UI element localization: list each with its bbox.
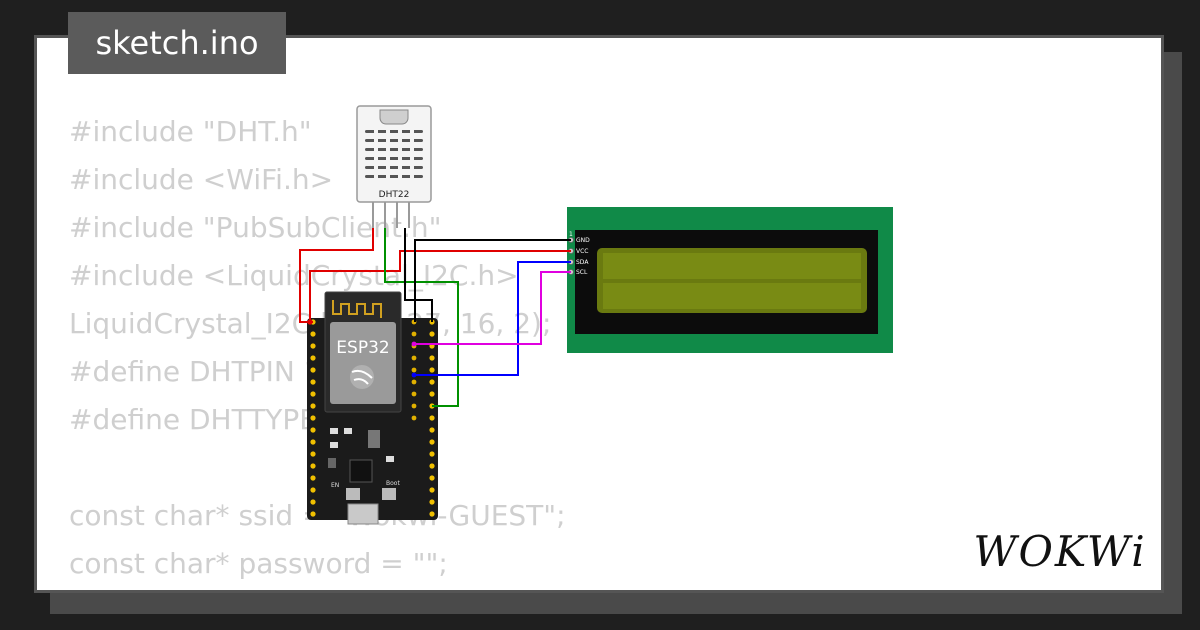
file-tab[interactable]: sketch.ino: [68, 12, 286, 74]
wokwi-logo: WOKWi: [973, 527, 1146, 576]
dht22-label: DHT22: [379, 190, 410, 200]
en-label: EN: [331, 482, 339, 489]
code-line: #include <WiFi.h>: [69, 163, 334, 196]
wire-dht-data: [384, 228, 459, 407]
lcd-pin-scl: SCL: [576, 269, 588, 276]
micro-usb-port: [347, 503, 379, 525]
lcd-pin-vcc: VCC: [576, 248, 588, 255]
lcd-1602[interactable]: 1 GND VCC SDA SCL: [567, 207, 893, 353]
esp32-label: ESP32: [336, 338, 389, 358]
lcd-pin-gnd: GND: [576, 237, 590, 244]
dht22-sensor[interactable]: DHT22: [356, 105, 432, 228]
boot-label: Boot: [386, 480, 400, 487]
wire-dht-vcc: [299, 228, 374, 323]
wire-lcd-gnd: [414, 239, 571, 322]
code-line: #include <LiquidCrystal_I2C.h>: [69, 259, 519, 292]
code-line: #include "DHT.h": [69, 115, 312, 148]
en-button[interactable]: [346, 488, 360, 500]
code-line: const char* password = "";: [69, 547, 448, 580]
wire-lcd-scl: [414, 271, 571, 345]
code-line: #include "PubSubClient.h": [69, 211, 442, 244]
lcd-pin-sda: SDA: [576, 259, 589, 266]
lcd-pin-one-label: 1: [569, 231, 573, 238]
boot-button[interactable]: [382, 488, 396, 500]
wire-lcd-sda: [414, 261, 571, 376]
wire-dht-gnd: [404, 228, 433, 322]
wire-lcd-vcc: [309, 250, 571, 322]
esp32-board[interactable]: ESP32: [307, 291, 438, 525]
wires: [299, 228, 571, 407]
